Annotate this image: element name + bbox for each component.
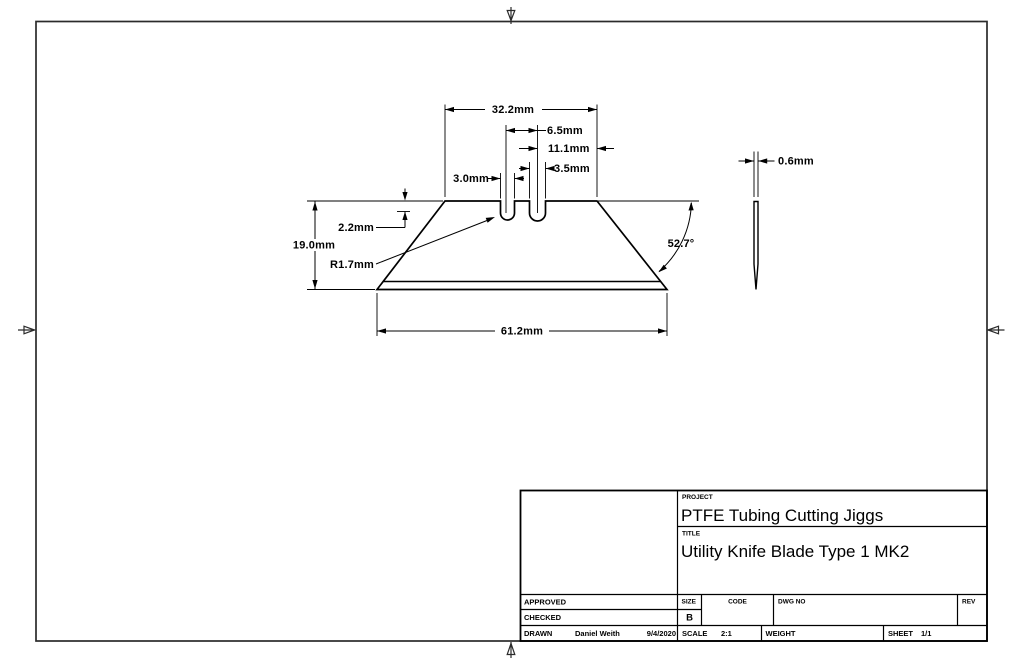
side-view-outline — [753, 200, 759, 290]
title-label: TITLE — [682, 531, 701, 538]
dim-notch-spacing: 6.5mm — [547, 125, 583, 137]
dwg-no-label: DWG NO — [778, 599, 805, 606]
sheet-value: 1/1 — [921, 629, 931, 638]
title-block-outline — [519, 489, 988, 642]
code-label: CODE — [728, 599, 747, 606]
checked-label: CHECKED — [524, 613, 562, 622]
scale-label: SCALE — [682, 629, 707, 638]
project-label: PROJECT — [682, 494, 713, 501]
scale-value: 2:1 — [721, 629, 732, 638]
dim-notch1-width: 3.0mm — [453, 173, 489, 185]
dim-notch-depth: 2.2mm — [338, 222, 374, 234]
dim-notch-radius: R1.7mm — [330, 259, 374, 271]
dimension-lines — [307, 104, 775, 336]
approved-label: APPROVED — [524, 598, 567, 607]
size-value: B — [686, 613, 693, 624]
sheet-label: SHEET — [888, 629, 913, 638]
rev-label: REV — [962, 599, 976, 606]
drawn-label: DRAWN — [524, 629, 552, 638]
dim-notch2-width: 3.5mm — [554, 163, 590, 175]
dim-top-width: 32.2mm — [492, 104, 534, 116]
drawn-date: 9/4/2020 — [647, 629, 676, 638]
dim-bottom-width: 61.2mm — [501, 326, 543, 338]
drawn-by: Daniel Weith — [575, 629, 620, 638]
centering-mark-left-icon — [18, 325, 37, 335]
project-name: PTFE Tubing Cutting Jiggs — [681, 506, 883, 525]
sheet-frame — [18, 7, 1005, 658]
dim-edge-angle: 52.7° — [668, 238, 695, 250]
centering-mark-right-icon — [986, 325, 1005, 335]
weight-label: WEIGHT — [766, 629, 796, 638]
size-label: SIZE — [682, 599, 697, 606]
dim-thickness: 0.6mm — [778, 156, 814, 168]
dim-blade-height: 19.0mm — [293, 240, 335, 252]
centering-mark-top-icon — [506, 7, 516, 24]
blade-outline — [375, 200, 669, 291]
dimension-labels: 32.2mm 6.5mm 11.1mm 3.5mm 3.0mm 2.2mm 19… — [293, 104, 814, 338]
title-block: PROJECT PTFE Tubing Cutting Jiggs TITLE … — [519, 489, 988, 642]
centering-mark-bottom-icon — [506, 641, 516, 658]
blade-side-view — [753, 200, 759, 290]
drawing-title: Utility Knife Blade Type 1 MK2 — [681, 542, 909, 561]
blade-front-view — [375, 200, 669, 291]
dim-notch-to-edge: 11.1mm — [548, 143, 590, 155]
